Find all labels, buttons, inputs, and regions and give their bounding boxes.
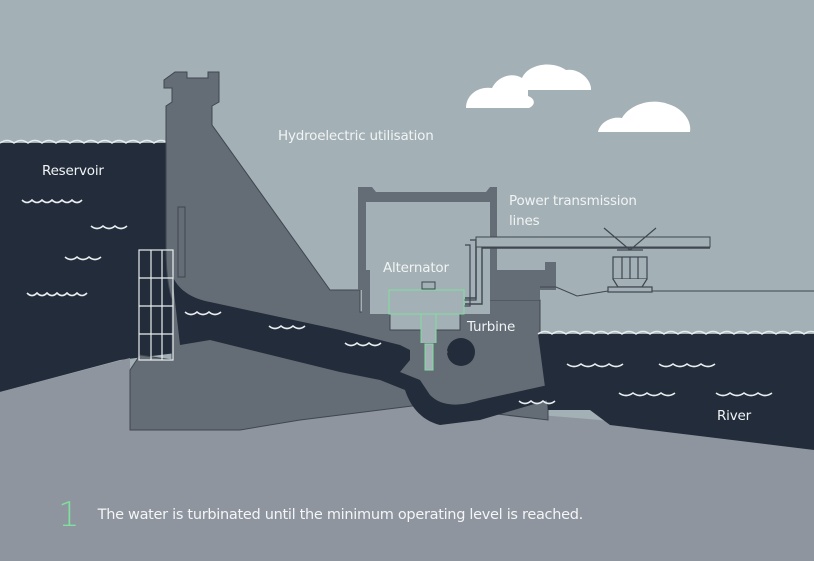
ledge <box>497 262 556 300</box>
caption-text: The water is turbinated until the minimu… <box>97 507 584 523</box>
shaft-lower <box>424 343 434 371</box>
trash-rack <box>138 249 174 361</box>
alternator-cap <box>421 281 436 290</box>
reservoir-surface <box>0 139 169 144</box>
step-number: 1 <box>58 495 80 535</box>
wave-icons <box>21 198 773 405</box>
power-cable-drop <box>462 239 477 307</box>
alternator <box>388 289 465 315</box>
gate-slot <box>177 206 186 278</box>
powerhouse-wall <box>362 270 370 314</box>
label-turbine: Turbine <box>467 319 516 335</box>
caption: 1 The water is turbinated until the mini… <box>58 495 583 535</box>
ground <box>0 358 814 561</box>
label-alternator: Alternator <box>383 260 449 276</box>
label-power-lines-1: Power transmission <box>509 193 637 209</box>
transmission-tower-icon <box>603 227 657 293</box>
turbine-housing <box>447 338 475 366</box>
label-power-lines-2: lines <box>509 213 540 229</box>
power-cable-fill <box>475 236 711 248</box>
label-hydroelectric: Hydroelectric utilisation <box>278 128 434 144</box>
label-river: River <box>717 408 751 424</box>
penstock <box>172 275 548 425</box>
shaft <box>420 313 437 345</box>
reservoir-water <box>0 143 200 392</box>
label-reservoir: Reservoir <box>42 163 104 179</box>
cloud-icon <box>466 64 691 132</box>
river-surface <box>537 330 814 335</box>
river-water <box>538 334 814 450</box>
terrain-line <box>540 286 814 297</box>
